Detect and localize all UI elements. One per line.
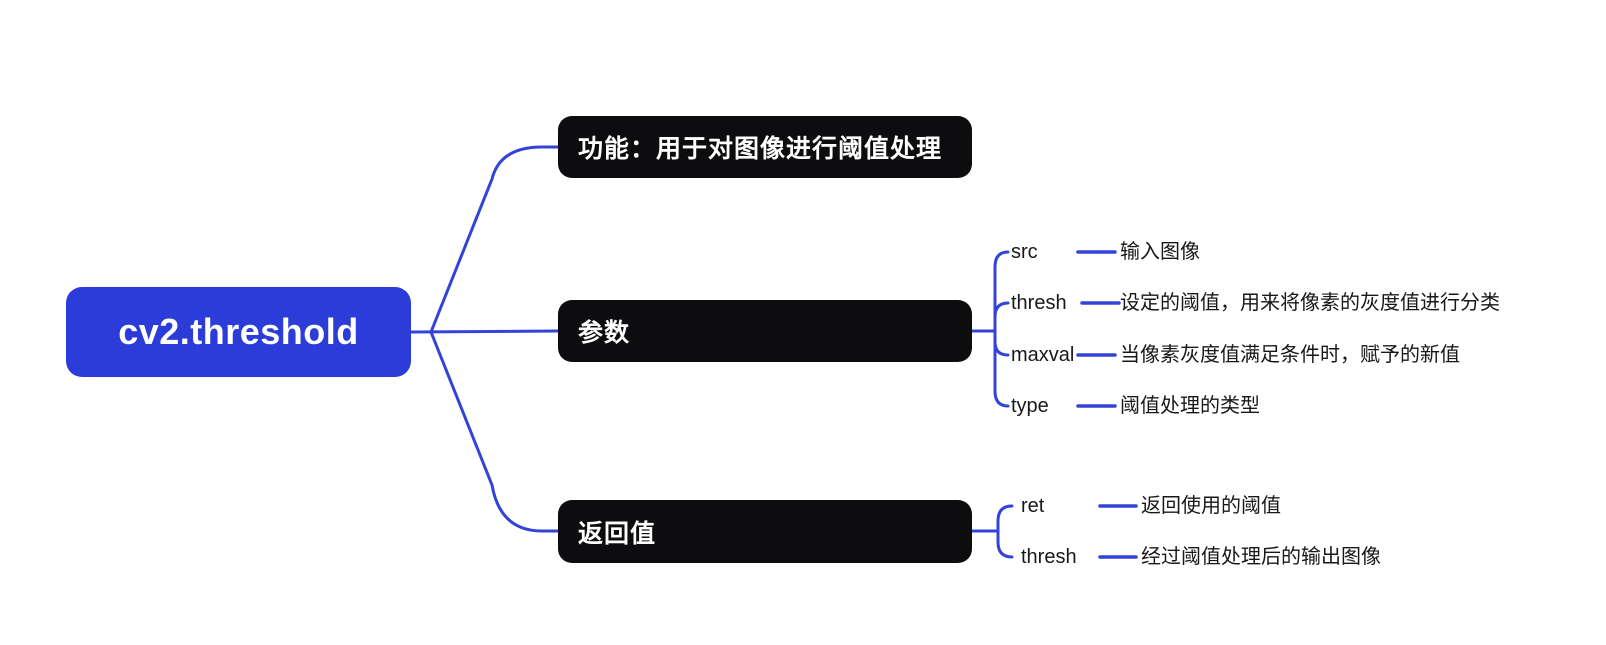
link-root-to-function <box>429 145 560 334</box>
return-label-ret[interactable]: ret <box>1021 495 1045 517</box>
branch-returns-label: 返回值 <box>578 519 657 548</box>
root-node-label: cv2.threshold <box>118 311 359 352</box>
param-desc-type[interactable]: 阈值处理的类型 <box>1120 395 1260 417</box>
link-root-to-returns <box>429 330 560 533</box>
param-label-maxval[interactable]: maxval <box>1011 344 1075 366</box>
param-label-src[interactable]: src <box>1011 241 1038 263</box>
return-desc-ret[interactable]: 返回使用的阈值 <box>1141 495 1281 517</box>
link-params-spine <box>993 250 1010 408</box>
branch-function-label: 功能：用于对图像进行阈值处理 <box>578 135 943 163</box>
branch-node-function[interactable]: 功能：用于对图像进行阈值处理 <box>558 116 972 178</box>
return-desc-thresh[interactable]: 经过阈值处理后的输出图像 <box>1141 546 1381 568</box>
branch-params-label: 参数 <box>578 319 631 347</box>
branch-node-returns[interactable]: 返回值 <box>558 500 972 563</box>
branch-node-params[interactable]: 参数 <box>558 300 972 362</box>
link-params-maxval-hook <box>993 340 1010 357</box>
root-node-cv2-threshold[interactable]: cv2.threshold <box>66 287 411 377</box>
link-returns-spine <box>996 504 1014 559</box>
return-label-thresh[interactable]: thresh <box>1021 546 1077 568</box>
param-desc-src[interactable]: 输入图像 <box>1120 241 1200 263</box>
param-label-type[interactable]: type <box>1011 395 1049 417</box>
link-params-thresh-hook <box>993 301 1010 319</box>
param-desc-thresh[interactable]: 设定的阈值，用来将像素的灰度值进行分类 <box>1120 292 1500 314</box>
param-label-thresh[interactable]: thresh <box>1011 292 1067 314</box>
link-root-to-params <box>409 329 560 334</box>
param-desc-maxval[interactable]: 当像素灰度值满足条件时，赋予的新值 <box>1120 344 1460 366</box>
